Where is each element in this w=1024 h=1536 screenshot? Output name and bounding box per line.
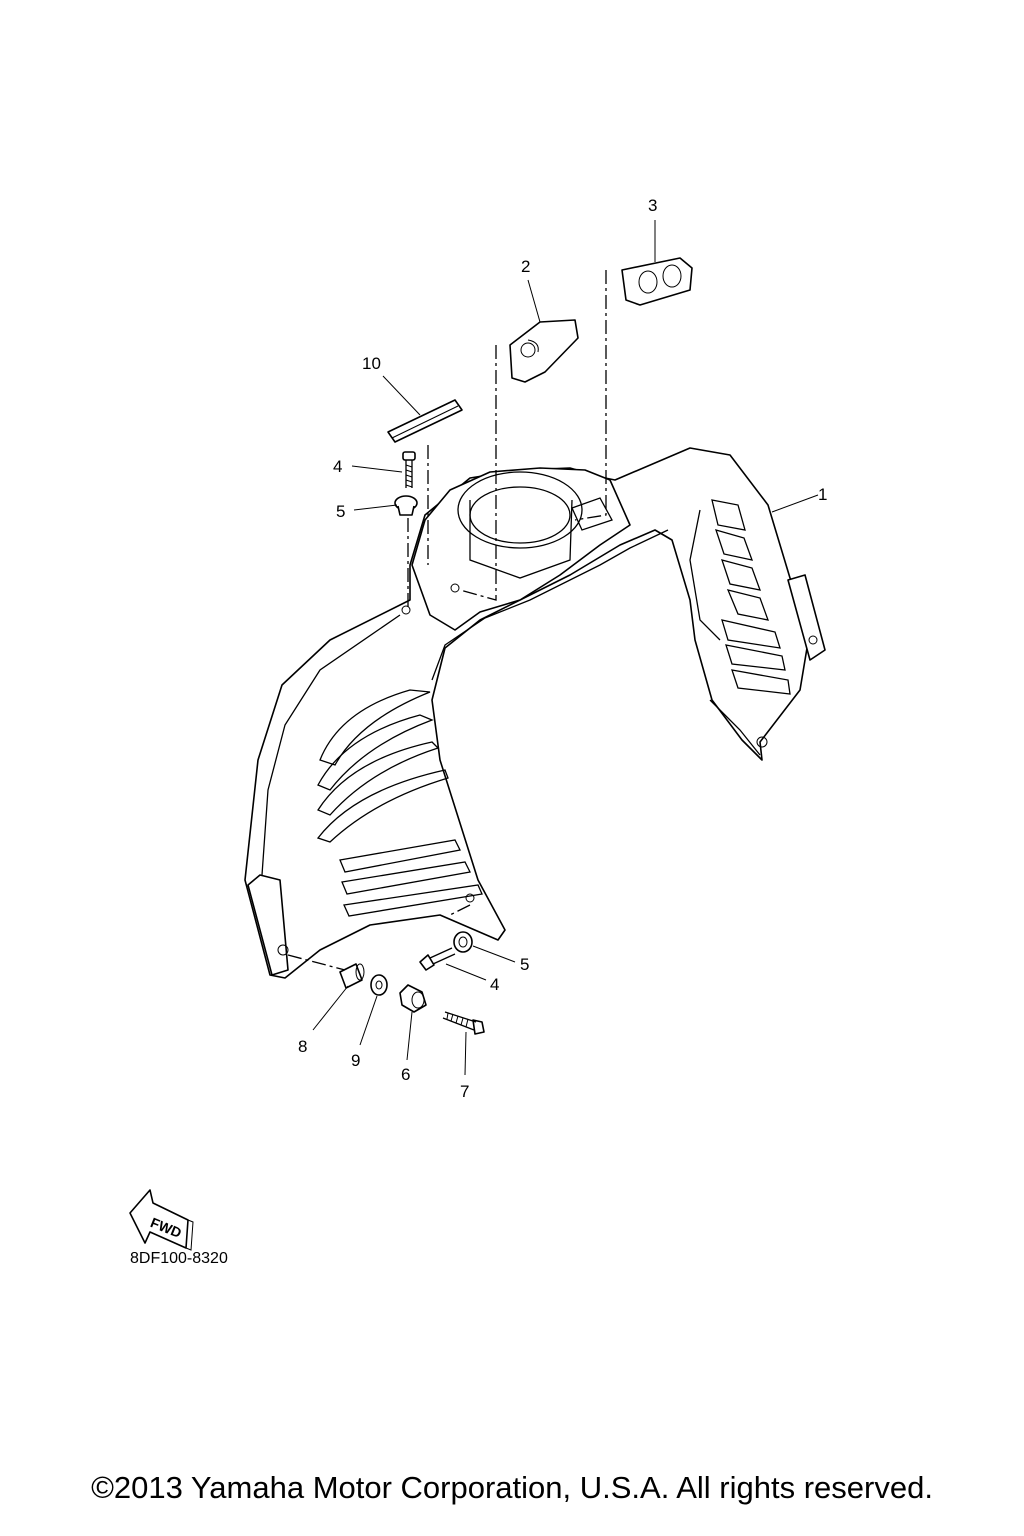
callout-4-lower: 4 <box>490 975 499 994</box>
damper-part-6 <box>399 984 427 1013</box>
callout-8: 8 <box>298 1037 307 1056</box>
callout-10: 10 <box>362 354 381 373</box>
callout-3: 3 <box>648 196 657 215</box>
callout-5-lower: 5 <box>520 955 529 974</box>
plate-part-2 <box>509 319 579 383</box>
strip-part-10 <box>387 399 463 443</box>
fwd-arrow-icon: FWD <box>129 1189 194 1251</box>
screw-part-4-lower <box>419 947 456 971</box>
bolt-part-7 <box>442 1011 485 1035</box>
washer-part-9 <box>370 974 388 996</box>
screw-part-4-upper <box>402 451 416 488</box>
plate-part-3 <box>621 257 693 306</box>
callout-6: 6 <box>401 1065 410 1084</box>
leader-lines <box>312 220 819 1076</box>
collar-part-8 <box>339 963 365 989</box>
callout-7: 7 <box>460 1082 469 1101</box>
drawing-code: 8DF100-8320 <box>130 1250 228 1267</box>
copyright-notice: ©2013 Yamaha Motor Corporation, U.S.A. A… <box>91 1470 933 1505</box>
callout-9: 9 <box>351 1051 360 1070</box>
cowling-part-1 <box>244 447 826 979</box>
grommet-part-5-upper <box>394 495 418 516</box>
callout-1: 1 <box>818 485 827 504</box>
alignment-lines <box>287 270 607 971</box>
callout-5-upper: 5 <box>336 502 345 521</box>
callout-2: 2 <box>521 257 530 276</box>
callout-4-upper: 4 <box>333 457 342 476</box>
grommet-part-5-lower <box>453 931 473 953</box>
